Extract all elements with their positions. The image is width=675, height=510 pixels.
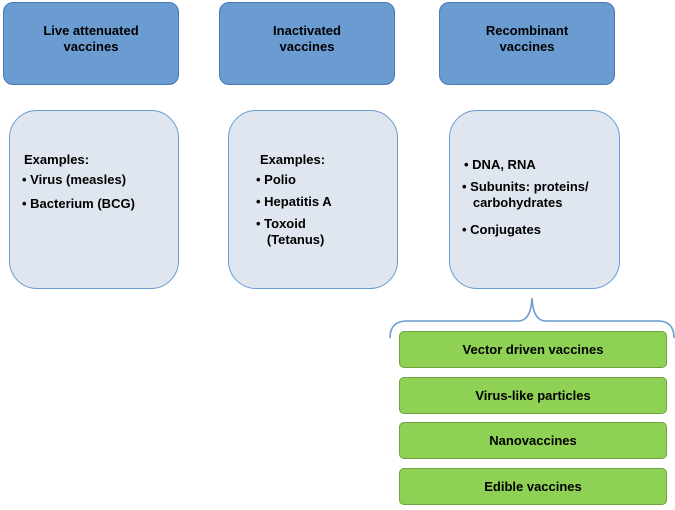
header-live-attenuated: Live attenuated vaccines (3, 2, 179, 85)
recombinant-type-virus-like-particles: Virus-like particles (399, 377, 667, 414)
recombinant-type-nanovaccines: Nanovaccines (399, 422, 667, 459)
examples-box-live-attenuated: Examples: • Virus (measles) • Bacterium … (9, 110, 179, 289)
example-item: • Toxoid (Tetanus) (256, 216, 325, 247)
header-recombinant-label: Recombinant vaccines (485, 22, 569, 54)
examples-box-recombinant: • DNA, RNA • Subunits: proteins/ carbohy… (449, 110, 620, 289)
header-inactivated: Inactivated vaccines (219, 2, 395, 85)
recombinant-type-label: Virus-like particles (475, 388, 591, 403)
header-recombinant: Recombinant vaccines (439, 2, 615, 85)
example-item: • DNA, RNA (464, 157, 536, 172)
examples-box-inactivated: Examples: • Polio • Hepatitis A • Toxoid… (228, 110, 398, 289)
example-item: • Virus (measles) (22, 172, 127, 187)
examples-title: Examples: (260, 152, 326, 167)
recombinant-type-vector-driven: Vector driven vaccines (399, 331, 667, 368)
example-item: • Bacterium (BCG) (22, 196, 135, 211)
example-item: • Conjugates (462, 222, 541, 237)
header-live-attenuated-label: Live attenuated vaccines (43, 22, 139, 54)
recombinant-type-edible-vaccines: Edible vaccines (399, 468, 667, 505)
example-item: • Polio (256, 172, 296, 187)
examples-title: Examples: (24, 152, 90, 167)
example-item: • Subunits: proteins/ carbohydrates (462, 179, 589, 210)
recombinant-type-label: Vector driven vaccines (462, 342, 604, 357)
example-item: • Hepatitis A (256, 194, 332, 209)
recombinant-type-label: Nanovaccines (489, 433, 577, 448)
recombinant-type-label: Edible vaccines (484, 479, 582, 494)
header-inactivated-label: Inactivated vaccines (273, 22, 341, 54)
